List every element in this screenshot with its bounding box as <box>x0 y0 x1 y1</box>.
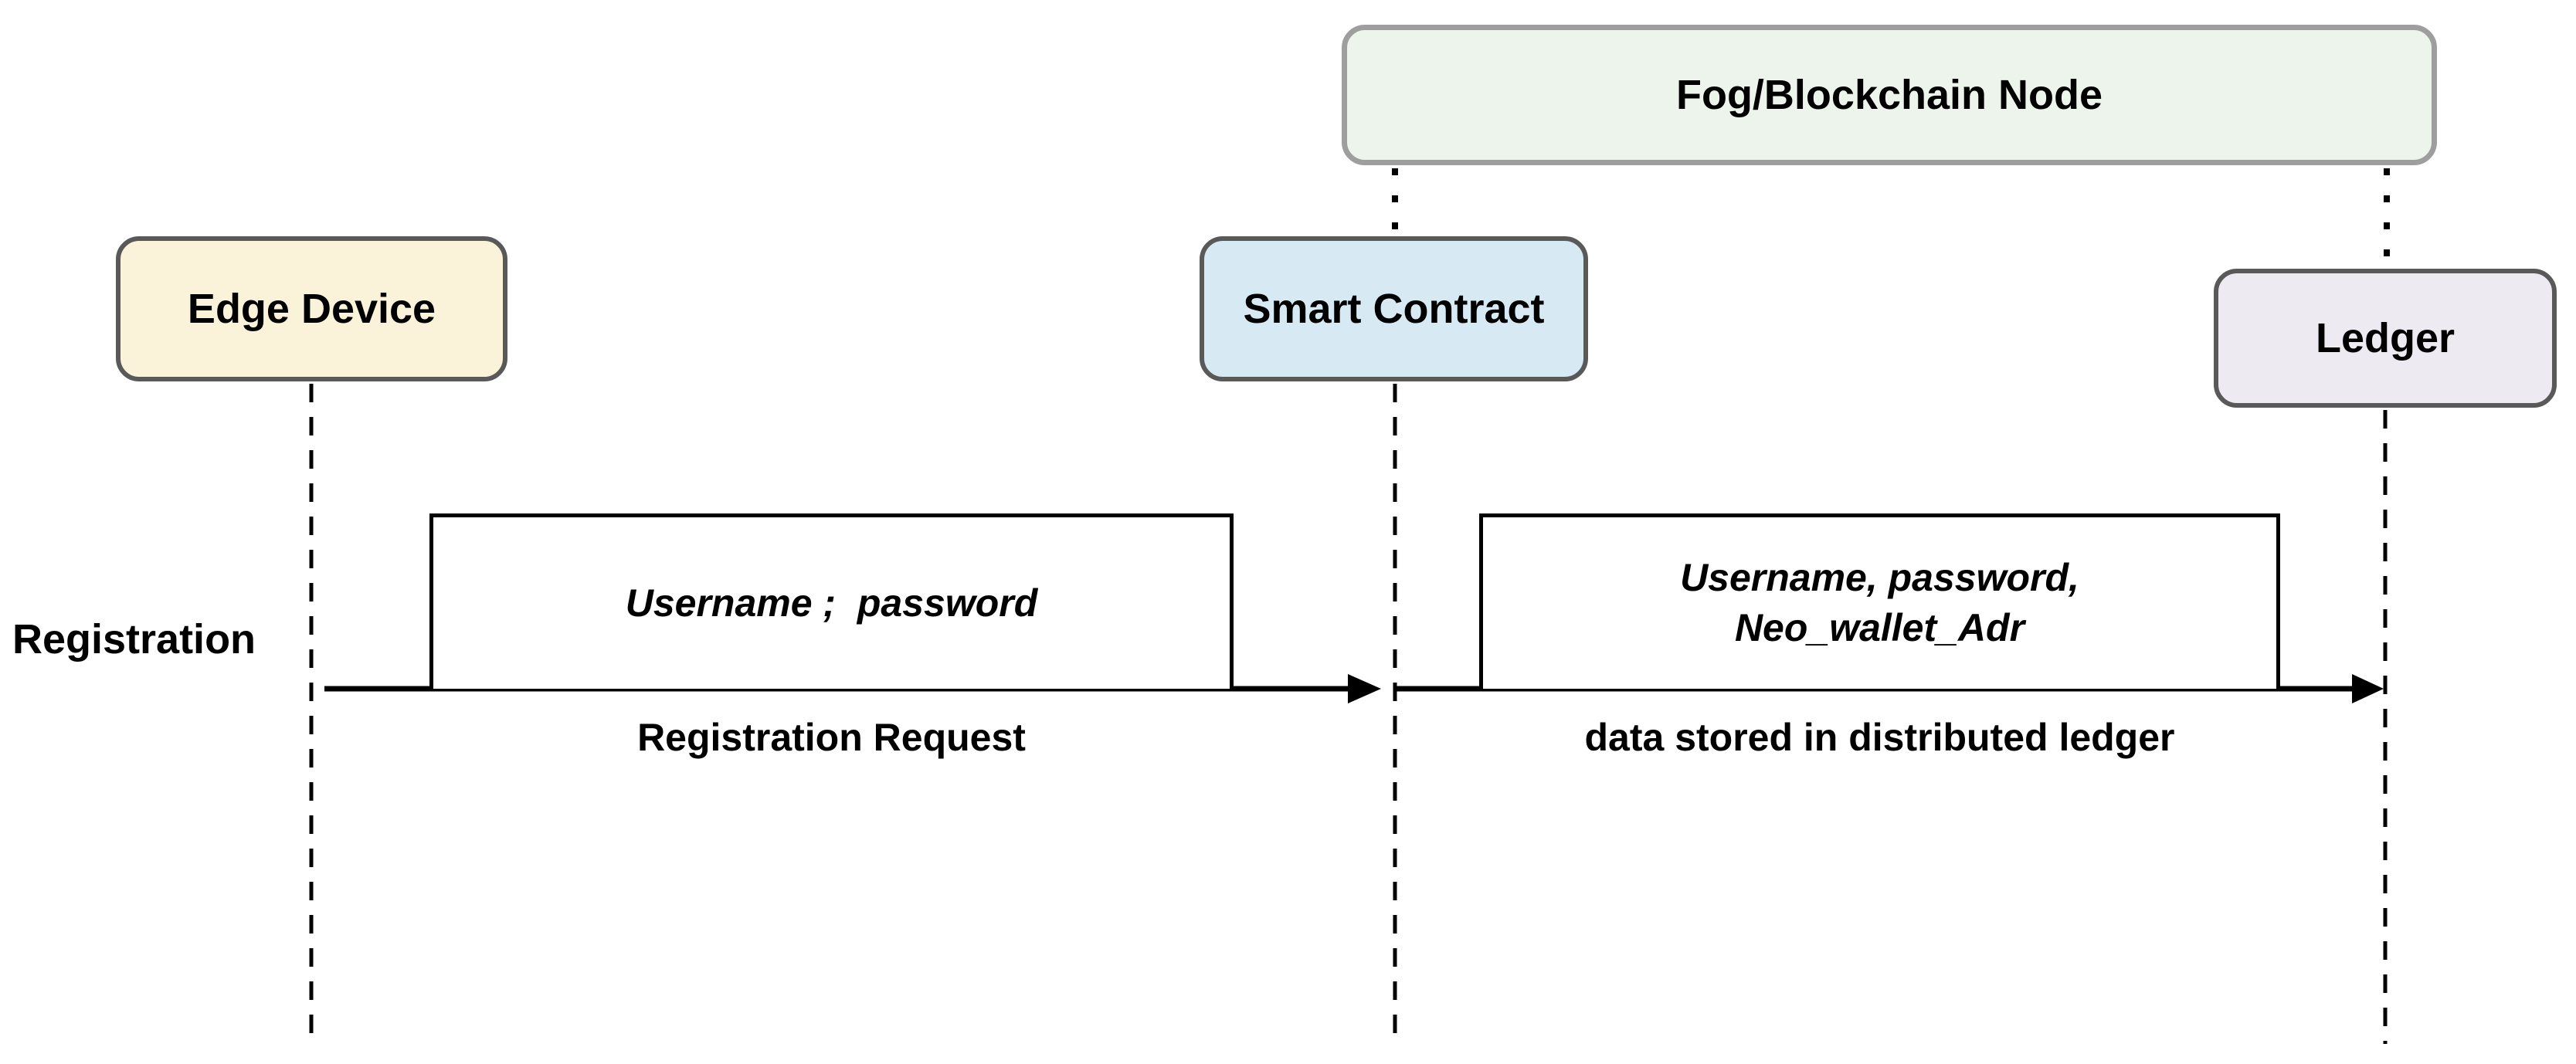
store-data-arrowhead <box>2352 674 2384 703</box>
actor-edge-device: Edge Device <box>116 236 507 381</box>
actor-ledger-label: Ledger <box>2315 315 2456 361</box>
payload-username-password-wallet-line2: Neo_wallet_Adr <box>1734 606 2025 649</box>
actor-smart-contract: Smart Contract <box>1200 236 1588 381</box>
phase-label-registration: Registration <box>12 616 256 662</box>
caption-data-stored-in-distributed-ledger: data stored in distributed ledger <box>1584 716 2175 759</box>
actor-smart-contract-label: Smart Contract <box>1243 286 1545 332</box>
registration-request-arrowhead <box>1348 674 1381 703</box>
payload-username-password-wallet-line1: Username, password, <box>1680 556 2079 599</box>
message-payload-box-registration: Username ; password <box>429 513 1234 689</box>
actor-edge-device-label: Edge Device <box>187 286 436 332</box>
caption-registration-request: Registration Request <box>637 716 1026 759</box>
message-payload-box-store: Username, password, Neo_wallet_Adr <box>1479 513 2280 689</box>
actor-fog-blockchain-node-label: Fog/Blockchain Node <box>1675 72 2103 118</box>
payload-username-password: Username ; password <box>625 581 1038 625</box>
actor-ledger: Ledger <box>2214 269 2557 408</box>
actor-fog-blockchain-node: Fog/Blockchain Node <box>1342 25 2437 165</box>
